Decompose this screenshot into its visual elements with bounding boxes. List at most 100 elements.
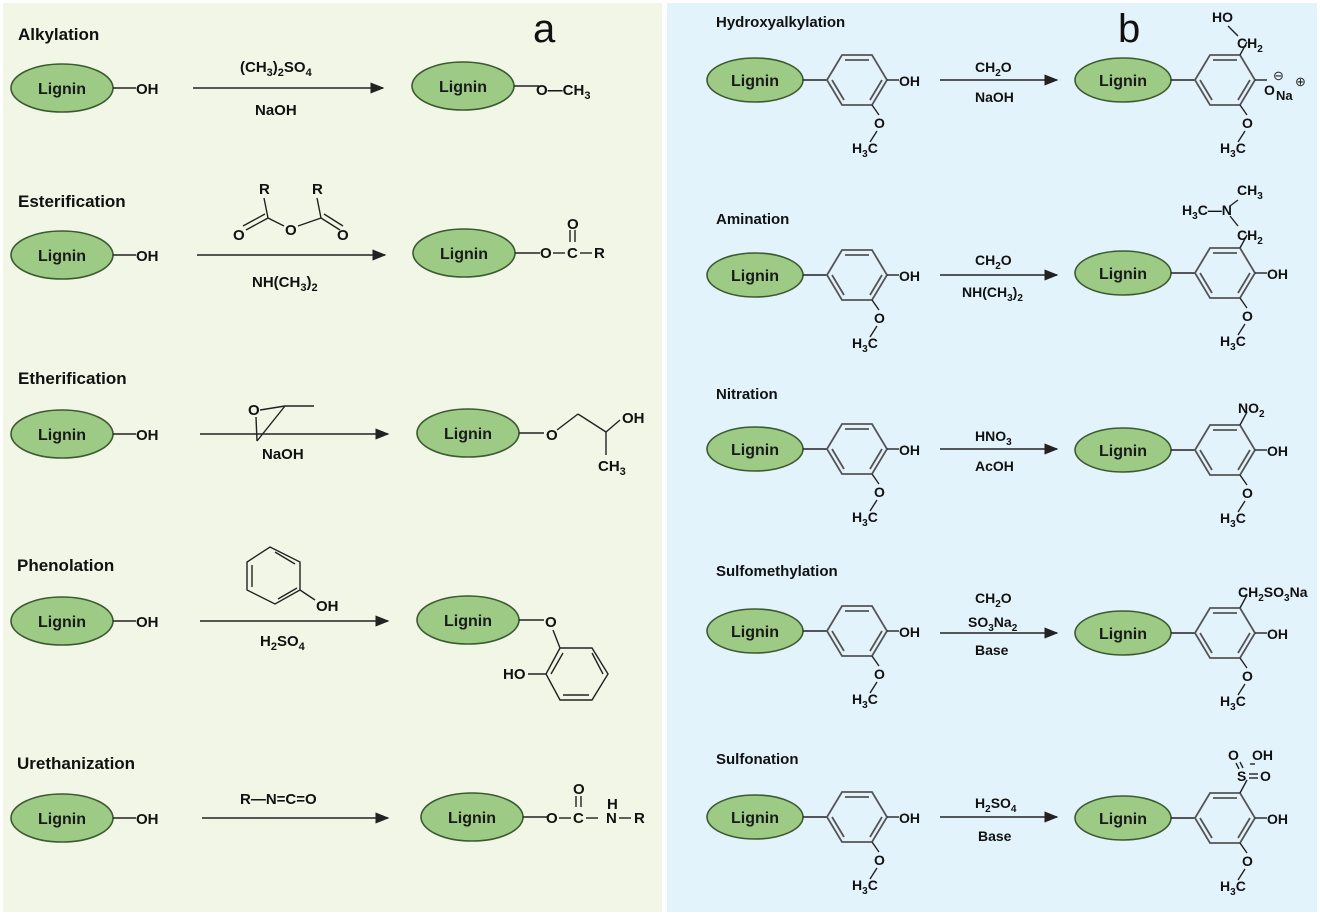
- reagent-bottom: NH(CH3)2: [252, 274, 318, 294]
- benzene-ring: [1193, 247, 1257, 299]
- svg-text:O: O: [546, 427, 558, 444]
- reagent-bottom: NaOH: [262, 446, 304, 463]
- product-substituent: NO2: [1238, 400, 1265, 420]
- bond: [871, 104, 880, 116]
- double-bond: [1237, 817, 1251, 839]
- lignin-block: Lignin: [706, 426, 804, 472]
- bond: [869, 681, 878, 694]
- double-bond: [1199, 632, 1213, 654]
- reagent-bottom: NH(CH3)2: [962, 284, 1023, 304]
- reagent-top: H2SO4: [975, 795, 1017, 815]
- methyl-group: H3C: [1220, 693, 1246, 713]
- bond: [869, 325, 878, 338]
- reaction-title: Hydroxyalkylation: [716, 14, 845, 31]
- lignin-block: Lignin: [416, 408, 520, 458]
- reagent-top: R—N=C=O: [240, 791, 317, 808]
- reagent-top: HNO3: [975, 428, 1012, 448]
- reaction-title: Urethanization: [17, 754, 135, 773]
- reagent-top: CH2O: [975, 590, 1012, 610]
- lignin-block: Lignin: [706, 794, 804, 840]
- svg-text:CH3: CH3: [1237, 182, 1263, 202]
- bond: [1239, 657, 1248, 669]
- double-bond: [869, 630, 883, 652]
- positive-charge-icon: ⊕: [1295, 74, 1306, 89]
- product-group: O OH CH3: [546, 410, 645, 478]
- reagent-bottom: NaOH: [255, 102, 297, 119]
- double-bond: [1199, 79, 1213, 101]
- bond: [1239, 297, 1248, 309]
- methoxy-oxygen: O: [874, 115, 885, 131]
- double-bond: [831, 79, 845, 101]
- bond: [1237, 130, 1246, 143]
- methoxy-oxygen: O: [874, 666, 885, 682]
- methyl-group: H3C: [1220, 333, 1246, 353]
- methoxy-oxygen: O: [874, 310, 885, 326]
- lignin-label: Lignin: [448, 810, 496, 827]
- lignin-label: Lignin: [731, 810, 779, 827]
- reaction-title: Esterification: [18, 192, 126, 211]
- svg-text:HO: HO: [1212, 9, 1233, 25]
- product-group: O C O H N R: [546, 781, 645, 827]
- reagent-bottom: AcOH: [975, 458, 1014, 474]
- double-bond: [1199, 817, 1213, 839]
- hydroxyl-group: OH: [899, 442, 920, 458]
- bond: [1237, 500, 1246, 513]
- lignin-block: Lignin: [10, 230, 114, 280]
- lignin-block: Lignin: [1074, 795, 1172, 841]
- methoxy-oxygen: O: [1242, 853, 1253, 869]
- lignin-block: Lignin: [1074, 427, 1172, 473]
- lignin-block: Lignin: [10, 63, 114, 113]
- svg-text:OH: OH: [1252, 747, 1273, 763]
- lignin-block: Lignin: [411, 61, 515, 111]
- methyl-group: H3C: [852, 877, 878, 897]
- benzene-ring: [825, 605, 889, 657]
- bond: [1239, 411, 1248, 426]
- double-bond: [1237, 272, 1251, 294]
- double-bond: [831, 448, 845, 470]
- ch3-label: CH3: [598, 458, 626, 478]
- svg-text:Na: Na: [1276, 88, 1293, 103]
- double-bond: [1237, 632, 1251, 654]
- lignin-label: Lignin: [38, 81, 86, 98]
- svg-text:C: C: [573, 810, 584, 827]
- svg-text:S: S: [1237, 768, 1246, 784]
- lignin-block: Lignin: [706, 252, 804, 298]
- methoxy-oxygen: O: [874, 852, 885, 868]
- reaction-title: Sulfonation: [716, 751, 799, 768]
- benzene-ring: [1193, 792, 1257, 844]
- methyl-group: H3C: [852, 509, 878, 529]
- hydroxyl-group: OH: [136, 81, 159, 98]
- reagent-bottom: Base: [975, 642, 1009, 658]
- double-bond: [1237, 79, 1251, 101]
- benzene-ring: [1193, 424, 1257, 476]
- lignin-block: Lignin: [1074, 250, 1172, 296]
- lignin-label: Lignin: [1099, 73, 1147, 90]
- reagent-top: CH2O: [975, 59, 1012, 79]
- svg-text:O: O: [1264, 82, 1275, 98]
- svg-text:O: O: [573, 781, 585, 798]
- svg-text:O: O: [248, 402, 260, 419]
- double-bond: [831, 630, 845, 652]
- lignin-label: Lignin: [444, 426, 492, 443]
- lignin-label: Lignin: [38, 248, 86, 265]
- lignin-label: Lignin: [731, 624, 779, 641]
- hydroxyl-group: OH: [136, 614, 159, 631]
- svg-text:OH: OH: [316, 598, 339, 615]
- methyl-group: H3C: [1220, 878, 1246, 898]
- lignin-block: Lignin: [706, 608, 804, 654]
- lignin-block: Lignin: [10, 409, 114, 459]
- hydroxyl-group: OH: [899, 810, 920, 826]
- lignin-block: Lignin: [10, 793, 114, 843]
- benzene-ring: [1193, 54, 1257, 106]
- product-substituent: CH3 H3C—N CH2: [1182, 182, 1263, 247]
- benzene-ring: [1193, 607, 1257, 659]
- double-bond: [869, 274, 883, 296]
- bond: [871, 841, 880, 853]
- svg-text:R: R: [634, 810, 645, 827]
- lignin-block: Lignin: [412, 228, 516, 278]
- bond: [1239, 594, 1248, 609]
- bond: [1239, 104, 1248, 116]
- bond: [1237, 323, 1246, 336]
- svg-text:N: N: [606, 810, 617, 827]
- hydroxyl-group: OH: [1267, 443, 1288, 459]
